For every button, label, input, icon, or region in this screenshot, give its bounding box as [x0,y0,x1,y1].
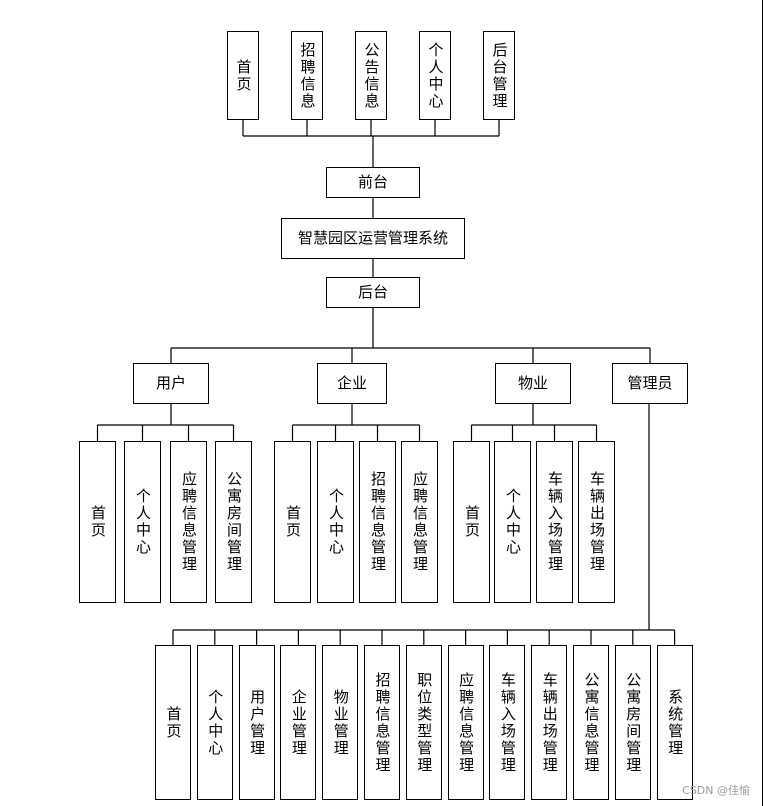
role-admin-module-box: 公寓房间管理 [614,645,651,800]
frontend-module-box: 首页 [227,31,259,120]
role-property-module-box: 个人中心 [494,441,531,603]
role-admin-module-box: 物业管理 [322,645,359,800]
role-company-module-box: 应聘信息管理 [401,441,438,603]
backend-box: 后台 [326,277,420,308]
frontend-module-box: 招聘信息 [291,31,323,120]
frontend-box: 前台 [326,167,420,198]
frontend-module-box: 个人中心 [419,31,451,120]
role-company-module-box: 招聘信息管理 [359,441,396,603]
role-admin-module-box: 首页 [155,645,191,800]
role-admin-module-box: 系统管理 [656,645,693,800]
role-admin-module-box: 招聘信息管理 [364,645,400,800]
role-property-module-box: 车辆入场管理 [536,441,573,603]
role-admin-module-box: 个人中心 [196,645,233,800]
role-box-user: 用户 [133,363,209,404]
role-admin-module-box: 企业管理 [280,645,317,800]
role-company-module-box: 个人中心 [317,441,354,603]
role-admin-module-box: 公寓信息管理 [573,645,609,800]
role-admin-module-box: 车辆出场管理 [531,645,568,800]
frontend-module-box: 后台管理 [483,31,515,120]
role-box-admin: 管理员 [612,363,688,404]
role-admin-module-box: 职位类型管理 [405,645,442,800]
role-user-module-box: 个人中心 [124,441,161,603]
role-box-company: 企业 [317,363,387,404]
right-border-line [762,0,763,806]
watermark: CSDN @佳愉 [682,784,750,797]
frontend-module-box: 公告信息 [355,31,387,120]
system-box: 智慧园区运营管理系统 [281,218,465,259]
role-user-module-box: 首页 [79,441,116,603]
role-user-module-box: 公寓房间管理 [215,441,252,603]
role-admin-module-box: 应聘信息管理 [447,645,484,800]
role-property-module-box: 首页 [453,441,490,603]
role-user-module-box: 应聘信息管理 [170,441,207,603]
role-box-property: 物业 [495,363,571,404]
role-company-module-box: 首页 [274,441,311,603]
role-property-module-box: 车辆出场管理 [578,441,615,603]
role-admin-module-box: 用户管理 [238,645,275,800]
role-admin-module-box: 车辆入场管理 [489,645,526,800]
